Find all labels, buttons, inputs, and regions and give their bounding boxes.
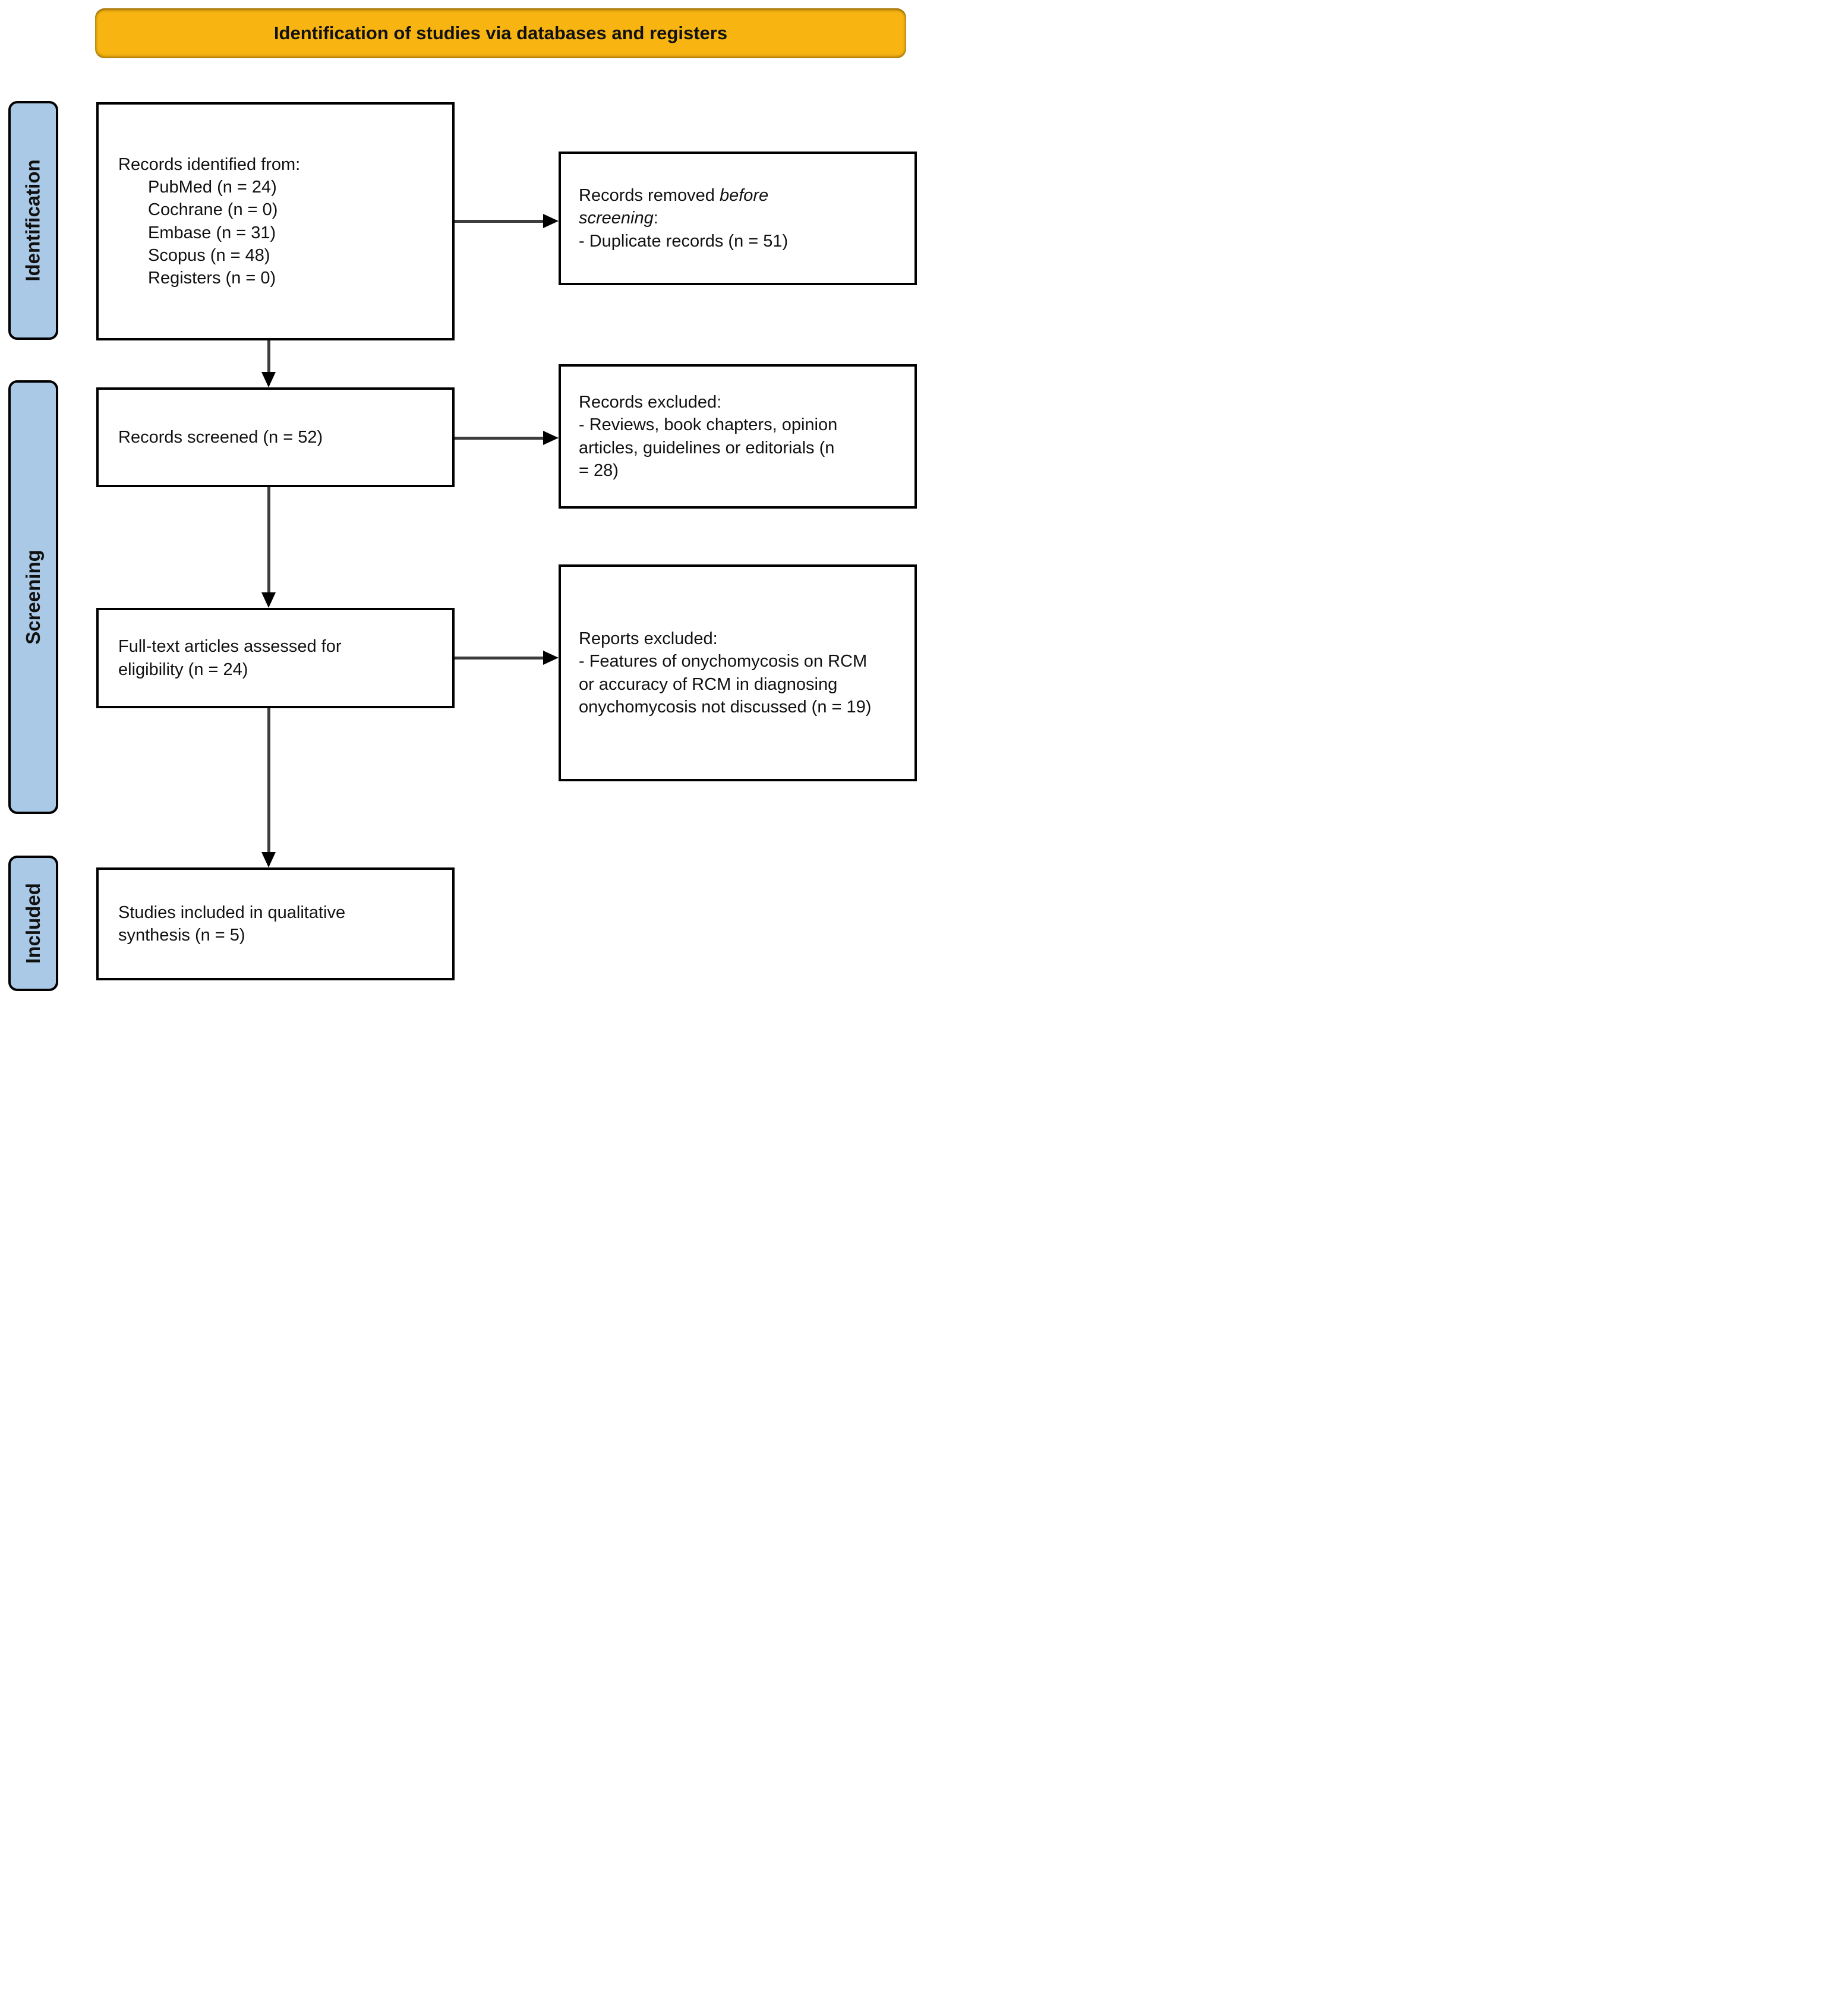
arrowhead-down-icon (261, 852, 276, 867)
records-identified-source-registers: Registers (n = 0) (148, 269, 276, 288)
box-fulltext-assessed: Full-text articles assessed for eligibil… (96, 608, 455, 708)
arrowhead-right-icon (543, 651, 559, 665)
arrow-line (267, 340, 270, 374)
records-removed-suffix: : (653, 209, 658, 228)
arrowhead-right-icon (543, 214, 559, 228)
records-removed-prefix: Records removed (579, 186, 720, 206)
records-removed-item: - Duplicate records (n = 51) (579, 231, 789, 251)
arrowhead-down-icon (261, 372, 276, 387)
arrow-line (455, 220, 545, 223)
box-records-excluded: Records excluded: - Reviews, book chapte… (559, 364, 917, 509)
stage-label-screening: Screening (8, 380, 58, 814)
arrow-line (267, 708, 270, 854)
arrow-line (455, 657, 545, 660)
records-identified-source-cochrane: Cochrane (n = 0) (148, 200, 278, 220)
records-removed-emphasis: before screening (579, 186, 769, 228)
records-screened-text: Records screened (n = 52) (118, 427, 323, 447)
title-banner: Identification of studies via databases … (95, 8, 906, 58)
box-records-screened: Records screened (n = 52) (96, 387, 455, 487)
stage-label-included-text: Included (22, 883, 44, 964)
box-records-identified: Records identified from: PubMed (n = 24)… (96, 102, 455, 340)
arrowhead-right-icon (543, 431, 559, 445)
records-excluded-item: - Reviews, book chapters, opinion articl… (579, 415, 838, 480)
studies-included-text: Studies included in qualitative synthesi… (118, 903, 346, 945)
fulltext-assessed-text: Full-text articles assessed for eligibil… (118, 637, 342, 679)
records-identified-title: Records identified from: (118, 154, 301, 174)
box-reports-excluded: Reports excluded: - Features of onychomy… (559, 564, 917, 781)
reports-excluded-title: Reports excluded: (579, 629, 718, 648)
box-studies-included: Studies included in qualitative synthesi… (96, 867, 455, 980)
arrow-line (455, 437, 545, 440)
stage-label-screening-text: Screening (22, 550, 44, 645)
arrowhead-down-icon (261, 592, 276, 608)
title-banner-text: Identification of studies via databases … (273, 23, 728, 43)
arrow-line (267, 487, 270, 595)
records-excluded-title: Records excluded: (579, 392, 722, 412)
records-identified-source-embase: Embase (n = 31) (148, 223, 276, 242)
reports-excluded-item: - Features of onychomycosis on RCM or ac… (579, 652, 872, 717)
prisma-flow-diagram: Identification of studies via databases … (0, 0, 924, 1006)
box-records-removed: Records removed before screening: - Dupl… (559, 152, 917, 285)
stage-label-identification: Identification (8, 101, 58, 340)
records-removed-title: Records removed before screening: (579, 184, 843, 230)
stage-label-included: Included (8, 856, 58, 991)
stage-label-identification-text: Identification (22, 159, 44, 282)
records-identified-source-scopus: Scopus (n = 48) (148, 245, 270, 265)
records-identified-source-pubmed: PubMed (n = 24) (148, 177, 277, 197)
